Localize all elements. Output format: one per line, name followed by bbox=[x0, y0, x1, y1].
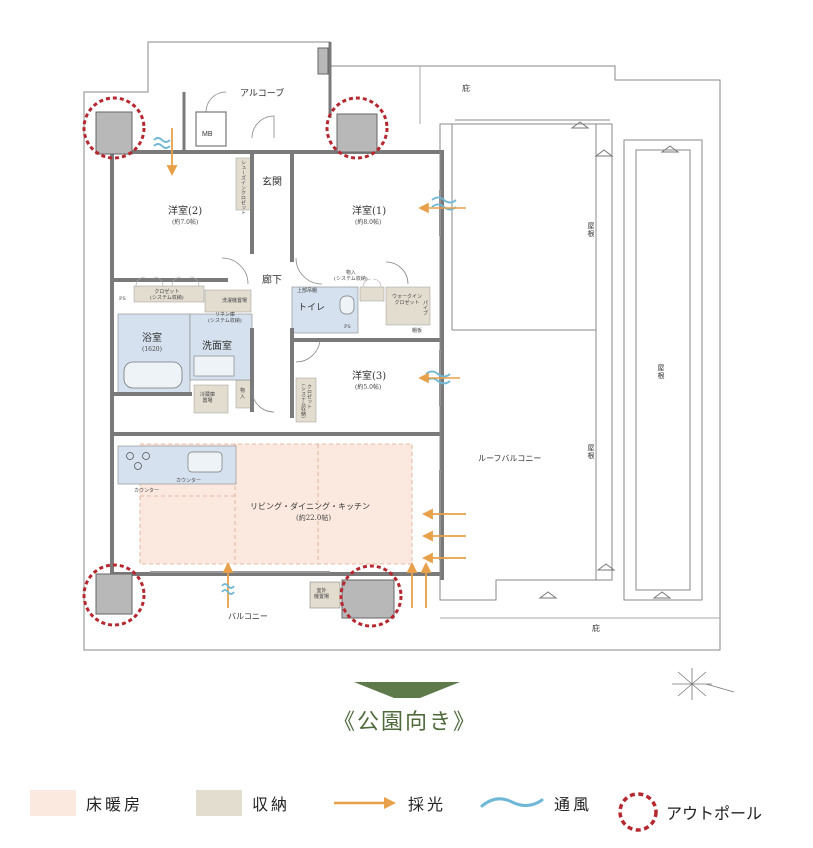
storage-closet-w2 bbox=[133, 285, 205, 303]
alcove-label: アルコーブ bbox=[240, 89, 285, 99]
legend-label-storage: 収納 bbox=[252, 795, 291, 814]
walkin-label: ウォークイン クロゼット bbox=[392, 294, 423, 306]
roof-label-2: 屋根 bbox=[587, 444, 595, 460]
legend-storage: 収納 bbox=[196, 790, 290, 816]
doors bbox=[205, 91, 409, 413]
hallway-label: 廊下 bbox=[262, 275, 282, 286]
storage-walkin bbox=[385, 286, 431, 326]
ps-label-2: PS bbox=[344, 324, 351, 330]
roof-label-1: 屋根 bbox=[587, 222, 595, 238]
bath-name: 浴室 bbox=[142, 333, 162, 344]
legend-label-floor-heating: 床暖房 bbox=[86, 795, 144, 814]
legend-label-ventilation: 通風 bbox=[554, 795, 593, 814]
legend-floor-heating: 床暖房 bbox=[30, 790, 143, 816]
mb-box bbox=[195, 111, 227, 147]
washer-label: 洗濯機置場 bbox=[222, 298, 248, 304]
linen-label: リネン庫 (システム収納) bbox=[208, 312, 242, 324]
outpole-markers bbox=[82, 96, 403, 628]
sunlight-arrows bbox=[166, 128, 466, 608]
western3-name: 洋室(3) bbox=[352, 371, 387, 382]
counter-label-2: カウンター bbox=[134, 488, 160, 494]
outdoor-unit bbox=[309, 581, 341, 609]
pole-label: パイプ bbox=[422, 300, 428, 315]
shoe-closet-label: シューズインクロゼット bbox=[240, 160, 246, 215]
closet-w2-label: クロゼット (システム収納) bbox=[150, 289, 184, 301]
eaves-top-label: 庇 bbox=[462, 84, 470, 93]
roof-drain-marks bbox=[538, 121, 680, 599]
storage-swatch bbox=[196, 790, 242, 816]
floor-heating-swatch bbox=[30, 790, 76, 816]
balcony-label: バルコニー bbox=[228, 612, 268, 621]
washroom-label: 洗面室 bbox=[202, 341, 232, 352]
toilet-bowl bbox=[339, 295, 355, 315]
storage-label: 物入 (システム収納) bbox=[334, 270, 368, 282]
storage-fridge bbox=[193, 384, 229, 414]
alcove-wall bbox=[182, 42, 332, 150]
bathtub bbox=[123, 361, 183, 389]
mb-label: MB bbox=[202, 131, 213, 138]
stove bbox=[126, 452, 150, 470]
wash-basin bbox=[193, 355, 235, 377]
closet-w3-label: クロゼット (システム収納) bbox=[300, 384, 312, 418]
legend-ventilation: 通風 bbox=[480, 790, 592, 816]
storage2-label: 物 入 bbox=[240, 388, 246, 400]
fridge-label: 冷蔵庫 置場 bbox=[200, 392, 216, 404]
outdoor-unit-label: 室外 機置場 bbox=[314, 588, 330, 600]
legend-outpole: アウトポール bbox=[616, 790, 762, 834]
columns bbox=[95, 47, 395, 619]
roof-balcony-label: ルーフバルコニー bbox=[478, 454, 542, 463]
roof-label-3: 屋根 bbox=[657, 364, 665, 380]
floor-plan bbox=[82, 41, 735, 700]
western2-size: (約7.0帖) bbox=[172, 219, 199, 226]
ldk-size: (約22.0帖) bbox=[296, 514, 332, 522]
ps-label-1: PS bbox=[119, 296, 126, 302]
western2-name: 洋室(2) bbox=[168, 206, 203, 217]
western1-size: (約8.0帖) bbox=[355, 219, 382, 226]
western3-size: (約5.0帖) bbox=[355, 384, 382, 391]
legend-label-sunlight: 採光 bbox=[408, 795, 447, 814]
direction-chevron bbox=[354, 682, 460, 698]
storage-linen bbox=[204, 289, 252, 313]
western1-name: 洋室(1) bbox=[352, 206, 387, 217]
room-arrows bbox=[418, 202, 466, 384]
toilet-label: トイレ bbox=[298, 303, 326, 313]
shelf-label: 棚板 bbox=[412, 328, 423, 334]
entrance-label: 玄関 bbox=[262, 177, 282, 188]
compass bbox=[672, 668, 735, 700]
closet-swings bbox=[135, 276, 382, 288]
counter-label-1: カウンター bbox=[176, 478, 202, 484]
bath-size: (1620) bbox=[142, 346, 162, 353]
walls bbox=[110, 150, 444, 580]
legend-sunlight: 採光 bbox=[330, 790, 446, 816]
outpole-circle-icon bbox=[618, 792, 658, 832]
roof-balcony-outline bbox=[439, 119, 703, 601]
ldk-name: リビング・ダイニング・キッチン bbox=[250, 502, 370, 511]
ventilation-marks bbox=[153, 137, 457, 595]
eaves-bottom-label: 庇 bbox=[592, 624, 600, 633]
direction-label: 《公園向き》 bbox=[332, 710, 477, 735]
kitchen-sink bbox=[187, 451, 223, 473]
legend-label-outpole: アウトポール bbox=[666, 804, 763, 823]
sunlight-arrow-icon bbox=[334, 797, 396, 809]
ventilation-wave-icon bbox=[480, 797, 544, 808]
storage-hall bbox=[359, 286, 385, 302]
upper-shelf-label: 上部吊棚 bbox=[297, 288, 318, 294]
storage-closet-w3 bbox=[295, 377, 317, 423]
